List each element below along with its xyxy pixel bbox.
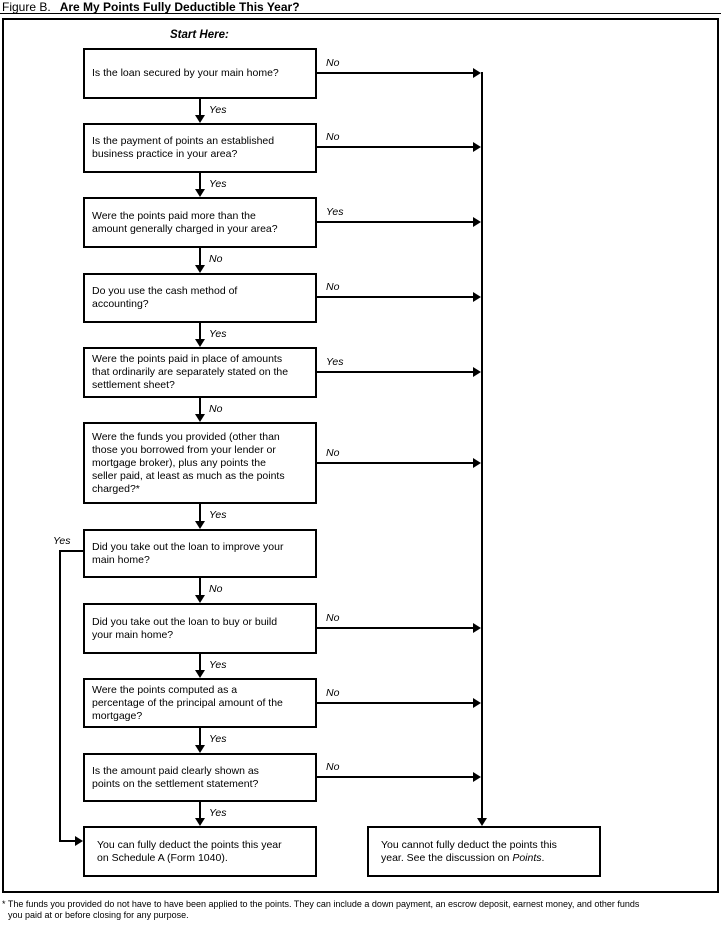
footnote-line-2: you paid at or before closing for any pu… [8, 910, 189, 920]
side-label-3: Yes [326, 206, 344, 218]
down-label-10: Yes [209, 807, 227, 819]
question-text-8: Did you take out the loan to buy or buil… [92, 615, 278, 641]
right-arrowhead-1 [473, 68, 481, 78]
left-branch-arrowhead [75, 836, 83, 846]
right-arrowhead-9 [473, 698, 481, 708]
down-arrowhead-5 [195, 414, 205, 422]
question-box-8: Did you take out the loan to buy or buil… [83, 603, 317, 654]
question-text-7: Did you take out the loan to improve you… [92, 540, 284, 566]
right-arrow-1 [317, 72, 474, 74]
result-no-period: . [541, 851, 545, 864]
down-arrowhead-6 [195, 521, 205, 529]
left-branch-label: Yes [53, 535, 71, 547]
side-label-8: No [326, 612, 340, 624]
question-text-5: Were the points paid in place of amounts… [92, 353, 289, 391]
right-arrowhead-6 [473, 458, 481, 468]
question-text-10: Is the amount paid clearly shown as poin… [92, 764, 259, 790]
down-arrowhead-1 [195, 115, 205, 123]
right-arrow-5 [317, 371, 474, 373]
question-box-1: Is the loan secured by your main home? [83, 48, 317, 99]
side-label-5: Yes [326, 356, 344, 368]
down-arrow-7 [199, 578, 201, 595]
right-arrow-8 [317, 627, 474, 629]
footnote-line-1: * The funds you provided do not have to … [2, 899, 640, 909]
down-label-5: No [209, 403, 223, 415]
right-arrow-2 [317, 146, 474, 148]
right-arrowhead-8 [473, 623, 481, 633]
down-arrow-9 [199, 728, 201, 745]
down-arrowhead-9 [195, 745, 205, 753]
down-label-1: Yes [209, 104, 227, 116]
right-arrow-9 [317, 702, 474, 704]
right-arrowhead-5 [473, 367, 481, 377]
down-label-6: Yes [209, 509, 227, 521]
down-arrowhead-4 [195, 339, 205, 347]
side-label-4: No [326, 281, 340, 293]
question-box-4: Do you use the cash method of accounting… [83, 273, 317, 323]
question-box-2: Is the payment of points an established … [83, 123, 317, 173]
side-label-2: No [326, 131, 340, 143]
down-label-7: No [209, 583, 223, 595]
down-arrowhead-10 [195, 818, 205, 826]
right-arrow-3 [317, 221, 474, 223]
figure-title-main: Are My Points Fully Deductible This Year… [59, 0, 300, 14]
side-label-10: No [326, 761, 340, 773]
start-here-label: Start Here: [170, 29, 229, 41]
result-box-deductible: You can fully deduct the points this yea… [83, 826, 317, 877]
question-text-9: Were the points computed as a percentage… [92, 683, 283, 722]
footnote: * The funds you provided do not have to … [2, 899, 718, 921]
right-arrowhead-2 [473, 142, 481, 152]
result-text-deductible: You can fully deduct the points this yea… [97, 838, 282, 864]
question-box-5: Were the points paid in place of amounts… [83, 347, 317, 398]
question-text-2: Is the payment of points an established … [92, 135, 275, 160]
right-arrow-4 [317, 296, 474, 298]
question-box-6: Were the funds you provided (other than … [83, 422, 317, 504]
down-arrow-5 [199, 398, 201, 414]
down-arrow-8 [199, 654, 201, 670]
figure-title: Figure B. Are My Points Fully Deductible … [2, 0, 300, 14]
left-branch-stub [59, 550, 83, 552]
right-arrowhead-10 [473, 772, 481, 782]
result-no-text: You cannot fully deduct the points this … [381, 838, 557, 864]
down-arrowhead-2 [195, 189, 205, 197]
left-branch-line [59, 550, 61, 842]
question-text-1: Is the loan secured by your main home? [92, 67, 279, 79]
figure-title-prefix: Figure B. [2, 0, 51, 14]
down-arrowhead-7 [195, 595, 205, 603]
down-arrow-10 [199, 802, 201, 818]
down-label-3: No [209, 253, 223, 265]
down-label-4: Yes [209, 328, 227, 340]
left-branch-bottom [59, 840, 75, 842]
right-arrowhead-3 [473, 217, 481, 227]
down-label-9: Yes [209, 733, 227, 745]
down-label-8: Yes [209, 659, 227, 671]
down-arrow-3 [199, 248, 201, 265]
question-text-6: Were the funds you provided (other than … [92, 430, 285, 495]
result-text-not-deductible: You cannot fully deduct the points this … [381, 839, 557, 865]
down-label-2: Yes [209, 178, 227, 190]
result-no-italic-word: Points [512, 851, 542, 864]
question-box-7: Did you take out the loan to improve you… [83, 529, 317, 578]
collector-arrowhead [477, 818, 487, 826]
side-label-1: No [326, 57, 340, 69]
question-box-9: Were the points computed as a percentage… [83, 678, 317, 728]
down-arrow-2 [199, 173, 201, 189]
right-arrow-10 [317, 776, 474, 778]
result-box-not-deductible: You cannot fully deduct the points this … [367, 826, 601, 877]
down-arrow-1 [199, 99, 201, 115]
side-label-6: No [326, 447, 340, 459]
right-arrowhead-4 [473, 292, 481, 302]
down-arrow-6 [199, 504, 201, 521]
side-label-9: No [326, 687, 340, 699]
question-box-3: Were the points paid more than the amoun… [83, 197, 317, 248]
down-arrowhead-8 [195, 670, 205, 678]
right-arrow-6 [317, 462, 474, 464]
collector-line [481, 72, 483, 818]
title-rule [0, 13, 721, 14]
question-box-10: Is the amount paid clearly shown as poin… [83, 753, 317, 802]
down-arrow-4 [199, 323, 201, 339]
question-text-4: Do you use the cash method of accounting… [92, 285, 238, 310]
question-text-3: Were the points paid more than the amoun… [92, 209, 278, 235]
down-arrowhead-3 [195, 265, 205, 273]
